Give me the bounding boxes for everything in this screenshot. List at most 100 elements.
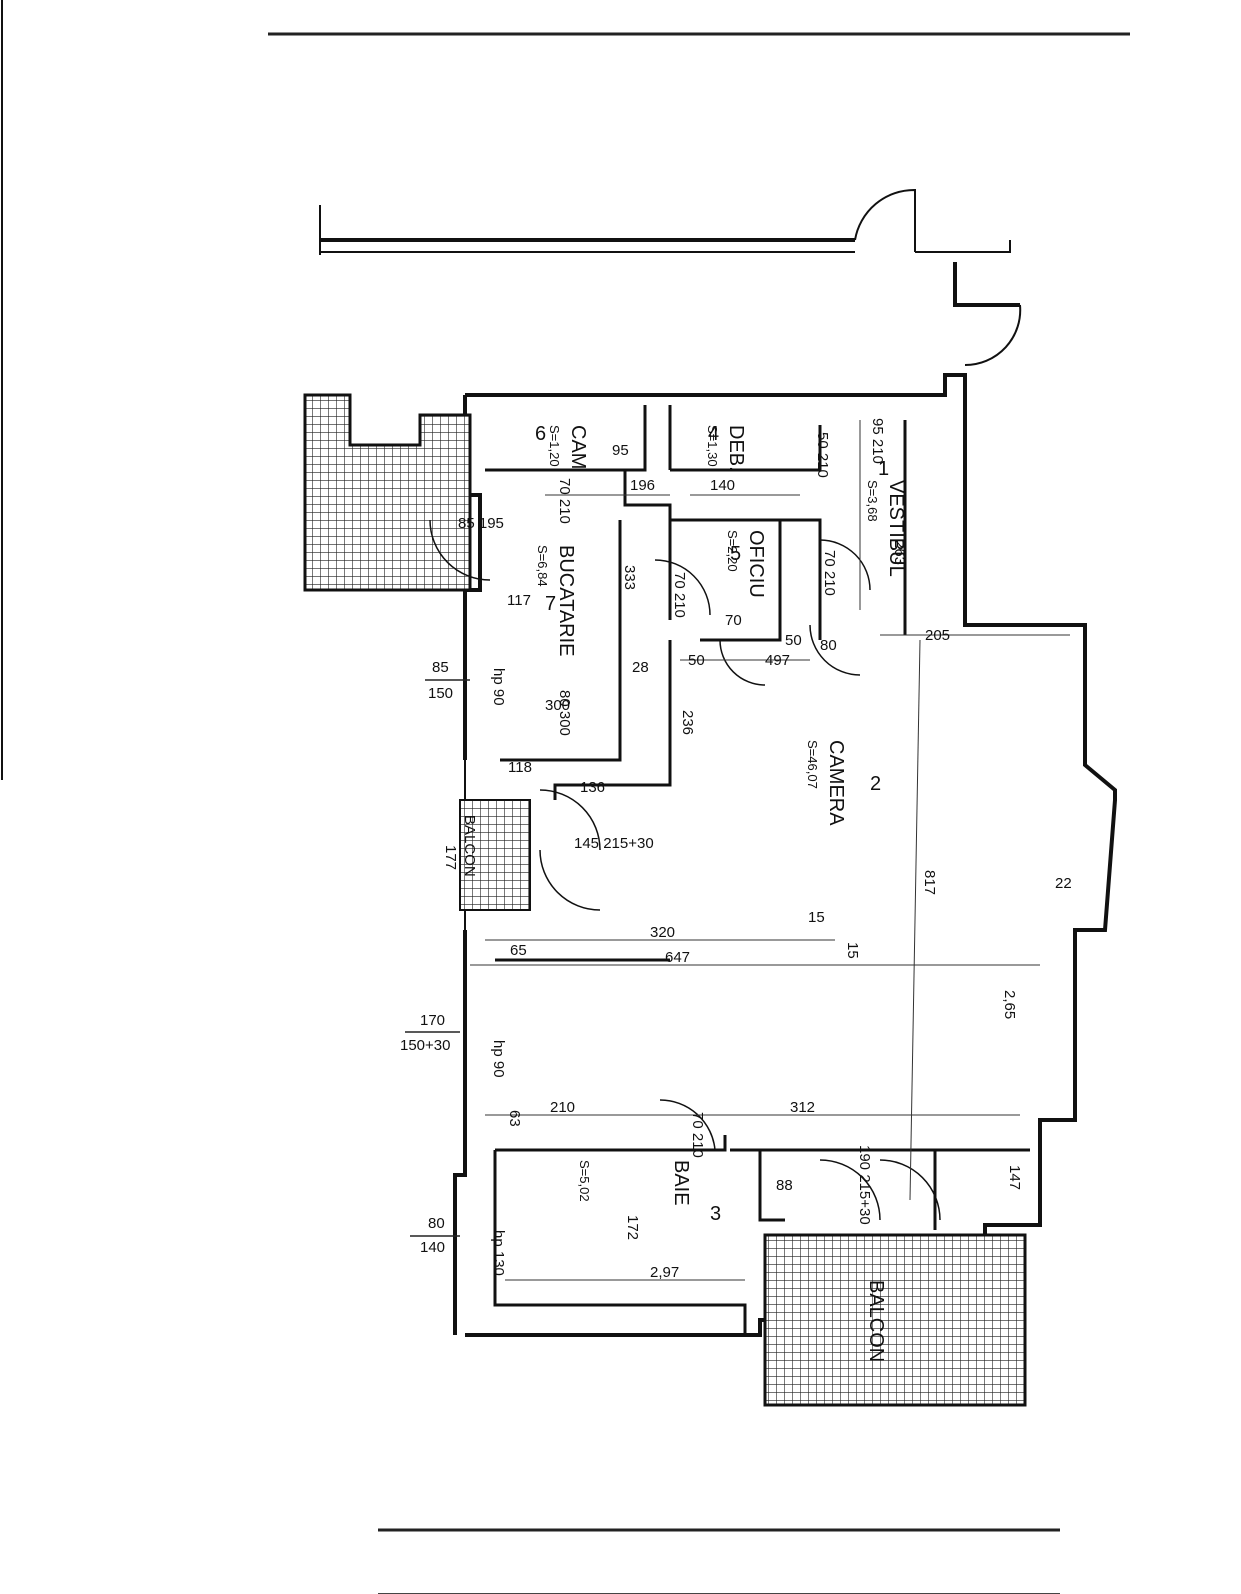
svg-text:172: 172 [624, 1215, 641, 1240]
balcony-bottom [763, 1233, 1027, 1407]
balcony-label-1: BALCON [461, 815, 478, 877]
svg-text:147: 147 [1006, 1165, 1023, 1190]
room-5-area: S=2,20 [725, 530, 740, 572]
svg-text:263: 263 [891, 540, 908, 565]
interior-walls [485, 405, 1030, 1335]
room-4-name: DEB. [725, 425, 747, 472]
room-6-name: CAM [567, 425, 589, 469]
svg-text:hp 130: hp 130 [490, 1230, 507, 1276]
room-1-name: VESTIBUL [885, 480, 907, 577]
dim-63: 63 [506, 1110, 523, 1127]
dim-312: 312 [790, 1099, 815, 1116]
svg-text:BALCON: BALCON [865, 1280, 887, 1362]
dimension-lines [470, 420, 1070, 1281]
door-label-bucatarie-ext: 85 195 [458, 515, 504, 532]
room-4-area: S=1,30 [705, 425, 720, 467]
dim-140: 140 [710, 477, 735, 494]
dim-320: 320 [650, 924, 675, 941]
room-6-number: 6 [535, 423, 546, 445]
room-7-number: 7 [545, 593, 556, 615]
dim-136: 136 [580, 779, 605, 796]
room-2-name: CAMERA [825, 740, 847, 826]
dim-50a: 50 [688, 652, 705, 669]
hp-label-1: hp 90 [490, 668, 507, 706]
svg-text:15: 15 [844, 942, 861, 959]
svg-text:hp 90: hp 90 [490, 668, 507, 706]
dim-28: 28 [632, 659, 649, 676]
room-3-number: 3 [710, 1203, 721, 1225]
dim-95: 95 [612, 442, 629, 459]
dim-817: 817 [921, 870, 938, 895]
window-3-width: 80 [428, 1215, 445, 1232]
balcony-label-2: BALCON [865, 1280, 887, 1362]
dim-236: 236 [679, 710, 696, 735]
room-bucatarie: BUCATARIE S=6,84 [535, 545, 577, 657]
room-3-area: S=5,02 [577, 1160, 592, 1202]
dim-300: 300 [545, 697, 570, 714]
dim-263: 263 [891, 540, 908, 565]
room-5-number: 5 [730, 543, 741, 565]
dim-118: 118 [508, 759, 532, 776]
dim-333: 333 [621, 565, 638, 590]
room-2-number: 2 [870, 773, 881, 795]
dim-65: 65 [510, 942, 527, 959]
window-3-height: 140 [420, 1239, 445, 1256]
room-7-area: S=6,84 [535, 545, 550, 587]
hp-label-2: hp 90 [490, 1040, 507, 1078]
dim-210: 210 [550, 1099, 575, 1116]
door-swings [429, 519, 941, 1221]
room-oficiu: OFICIU S=2,20 [725, 530, 767, 598]
room-5-name: OFICIU [745, 530, 767, 598]
dim-15b: 15 [844, 942, 861, 959]
door-label-balcon-1: 145 215+30 [574, 835, 654, 852]
room-7-name: BUCATARIE [555, 545, 577, 657]
dim-177: 177 [442, 845, 459, 870]
svg-text:70 210: 70 210 [556, 478, 573, 524]
door-label-oficiu: 70 210 [671, 572, 688, 618]
door-label-deb: 50 210 [814, 432, 831, 478]
svg-text:70 210: 70 210 [821, 550, 838, 596]
svg-text:63: 63 [506, 1110, 523, 1127]
room-cam: CAM S=1,20 [547, 425, 589, 469]
dim-80: 80 [820, 637, 837, 654]
svg-text:80 300: 80 300 [556, 690, 573, 736]
hp-label-3: hp 130 [490, 1230, 507, 1276]
dim-88: 88 [776, 1177, 793, 1194]
dim-205: 205 [925, 627, 950, 644]
room-2-area: S=46,07 [805, 740, 820, 789]
room-vestibul: VESTIBUL S=3,68 [865, 480, 907, 577]
room-1-number: 1 [878, 458, 889, 480]
room-baie: BAIE S=5,02 [577, 1160, 692, 1206]
window-1-height: 150 [428, 685, 453, 702]
door-label-vest: 70 210 [821, 550, 838, 596]
dim-117: 117 [507, 592, 531, 609]
dim-172: 172 [624, 1215, 641, 1240]
room-camera: CAMERA S=46,07 [805, 740, 847, 826]
balcony-left [303, 393, 531, 911]
room-3-name: BAIE [670, 1160, 692, 1206]
dim-50b: 50 [785, 632, 802, 649]
svg-text:817: 817 [921, 870, 938, 895]
svg-text:95 210: 95 210 [869, 418, 886, 464]
dim-147: 147 [1006, 1165, 1023, 1190]
svg-text:177: 177 [442, 845, 459, 870]
svg-text:2,65: 2,65 [1001, 990, 1018, 1019]
door-label-balcon-2: 190 215+30 [856, 1145, 873, 1225]
door-label-entry: 95 210 [869, 418, 886, 464]
svg-text:70 210: 70 210 [671, 572, 688, 618]
corridor-walls [319, 188, 1022, 367]
window-2-height: 150+30 [400, 1037, 450, 1054]
room-4-number: 4 [708, 423, 719, 445]
room-1-area: S=3,68 [865, 480, 880, 522]
window-1-width: 85 [432, 659, 449, 676]
dim-2-97: 2,97 [650, 1264, 679, 1281]
room-deb: DEB. S=1,30 [705, 425, 747, 472]
dim-15a: 15 [808, 909, 825, 926]
window-2-width: 170 [420, 1012, 445, 1029]
svg-text:236: 236 [679, 710, 696, 735]
dim-22: 22 [1055, 875, 1072, 892]
door-label-kitchen: 80 300 [556, 690, 573, 736]
svg-text:333: 333 [621, 565, 638, 590]
dim-70: 70 [725, 612, 742, 629]
